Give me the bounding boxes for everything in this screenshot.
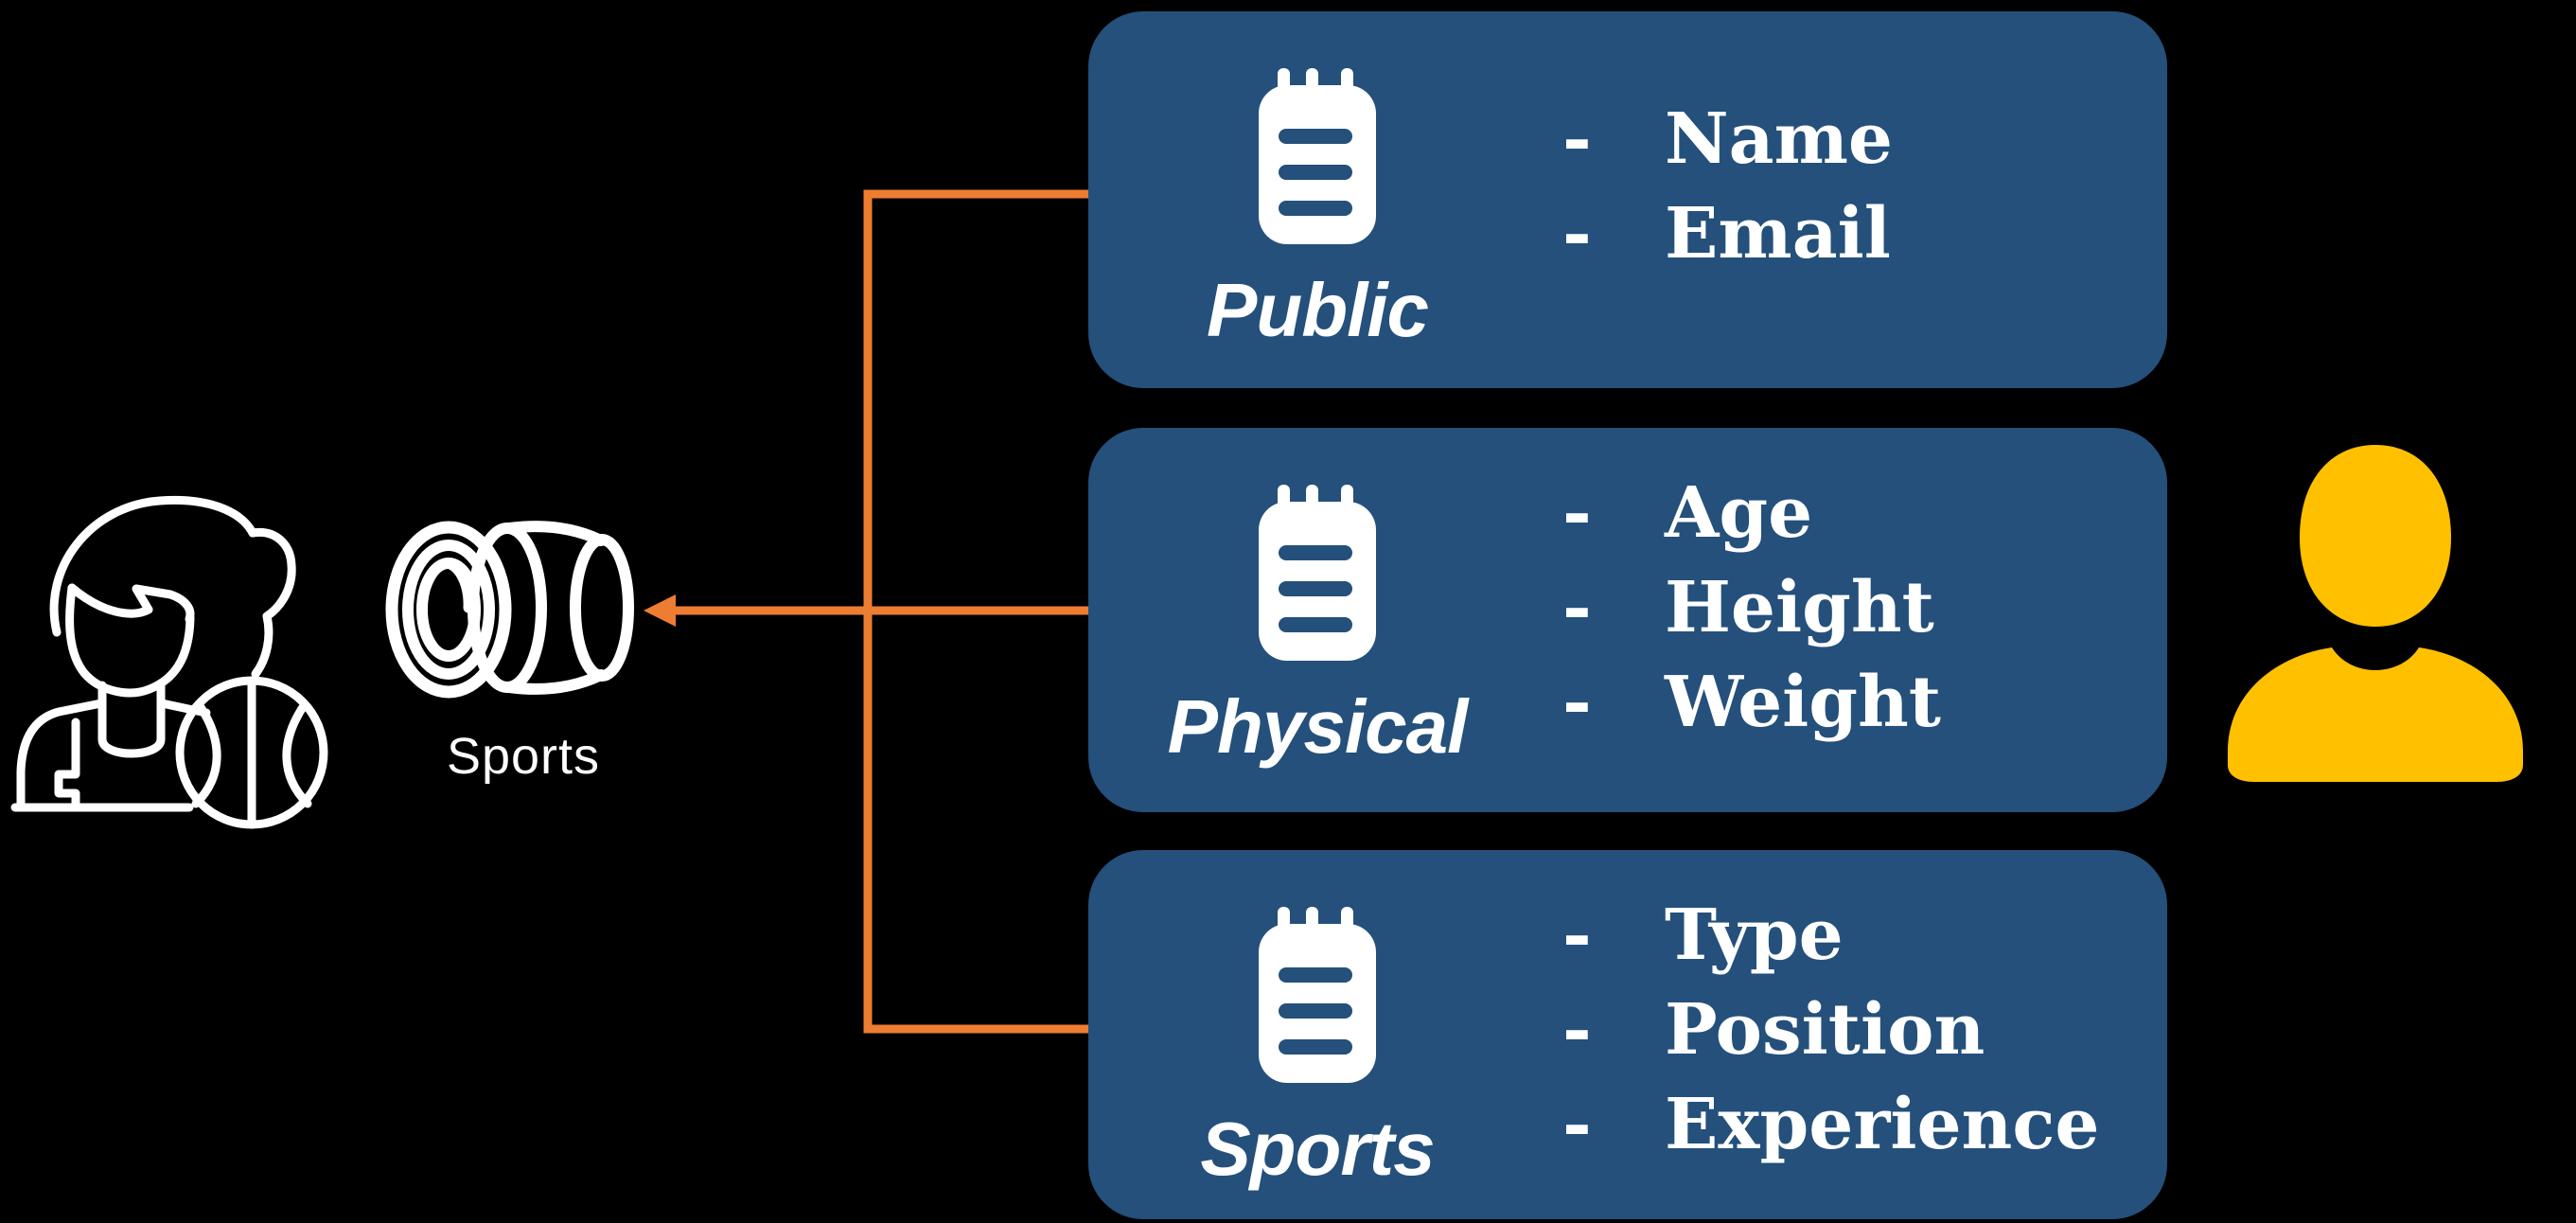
- user-silhouette-icon: [2228, 445, 2523, 782]
- list-item: - Weight: [1562, 655, 1941, 750]
- card-public: Public - Name - Email: [1088, 11, 2167, 388]
- list-item-label: Weight: [1665, 662, 1941, 743]
- list-item-label: Experience: [1665, 1084, 2100, 1165]
- list-item-label: Type: [1665, 895, 1844, 976]
- card-title: Public: [1206, 268, 1429, 352]
- list-item-label: Age: [1665, 472, 1813, 554]
- list-item: - Email: [1562, 186, 1893, 281]
- notepad-icon: [1259, 907, 1376, 1083]
- attribute-list: - Type - Position - Experience: [1562, 888, 2099, 1172]
- connector-arrows: [644, 189, 1092, 1034]
- list-item: - Age: [1562, 466, 1941, 560]
- bullet-dash: -: [1562, 989, 1592, 1071]
- camera-lens-icon: [385, 521, 634, 699]
- bullet-dash: -: [1562, 567, 1592, 648]
- list-item: - Name: [1562, 92, 1893, 186]
- arrowhead-icon: [644, 594, 676, 627]
- basketball-player-icon: [10, 495, 328, 829]
- notepad-icon: [1259, 485, 1376, 661]
- bullet-dash: -: [1562, 895, 1592, 976]
- list-item: - Experience: [1562, 1077, 2099, 1172]
- bullet-dash: -: [1562, 1084, 1592, 1165]
- attribute-list: - Age - Height - Weight: [1562, 466, 1941, 750]
- bullet-dash: -: [1562, 193, 1592, 275]
- list-item-label: Height: [1665, 567, 1934, 648]
- list-item: - Type: [1562, 888, 2099, 983]
- list-item-label: Email: [1665, 193, 1891, 275]
- list-item: - Height: [1562, 560, 1941, 655]
- attribute-list: - Name - Email: [1562, 92, 1893, 281]
- card-title: Sports: [1200, 1107, 1435, 1191]
- card-physical: Physical - Age - Height - Weight: [1088, 428, 2167, 812]
- card-sports: Sports - Type - Position - Experience: [1088, 850, 2167, 1219]
- bullet-dash: -: [1562, 662, 1592, 743]
- lens-caption: Sports: [446, 728, 601, 785]
- bullet-dash: -: [1562, 98, 1592, 180]
- bullet-dash: -: [1562, 472, 1592, 554]
- list-item-label: Name: [1665, 98, 1893, 180]
- card-title: Physical: [1167, 684, 1469, 769]
- notepad-icon: [1259, 68, 1376, 244]
- list-item: - Position: [1562, 983, 2099, 1077]
- list-item-label: Position: [1665, 989, 1985, 1071]
